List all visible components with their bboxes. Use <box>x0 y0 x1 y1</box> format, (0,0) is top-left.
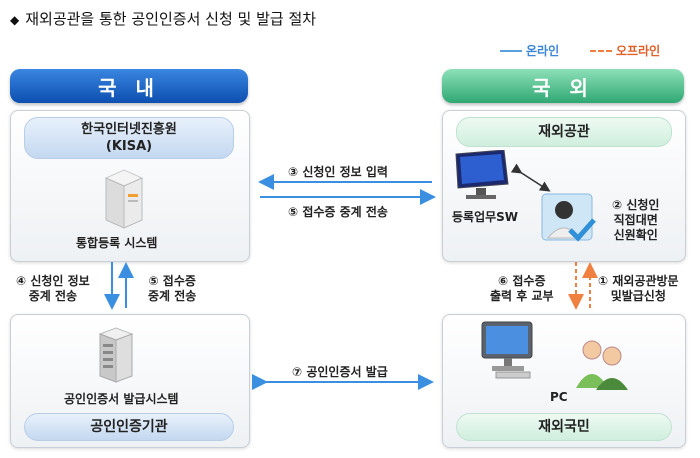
domestic-header: 국 내 <box>10 69 248 103</box>
step5-top-label: ⑤ 접수증 중계 전송 <box>288 205 388 219</box>
people-icon <box>576 340 628 390</box>
step1-label: ① 재외공관방문 및발급신청 <box>598 274 679 304</box>
legend-online-line <box>500 50 522 52</box>
step5-left-line-1: ⑤ 접수증 <box>148 274 196 288</box>
legend-offline-label: 오프라인 <box>616 44 661 58</box>
step6-line-2: 출력 후 교부 <box>490 289 554 303</box>
step3-label: ③ 신청인 정보 입력 <box>288 165 388 179</box>
pc-icon <box>481 321 533 379</box>
verify-line-3: 신원확인 <box>613 228 658 242</box>
identity-verify-label: ② 신청인 직접대면 신원확인 <box>612 198 659 243</box>
step1-line-2: 및발급신청 <box>610 289 666 303</box>
kisa-name: 한국인터넷진흥원 <box>81 122 177 137</box>
step4-line-1: ④ 신청인 정보 <box>16 274 90 288</box>
page-title: ◆ 재외공관을 통한 공인인증서 신청 및 발급 절차 <box>10 8 316 29</box>
ca-system-label: 공인인증서 발급시스템 <box>64 392 179 406</box>
legend-online-label: 온라인 <box>526 44 560 58</box>
step5-left-line-2: 중계 전송 <box>148 289 197 303</box>
step4-line-2: 중계 전송 <box>28 289 78 303</box>
verify-line-2: 직접대면 <box>613 213 658 227</box>
embassy-pill: 재외공관 <box>456 117 672 147</box>
integrated-system-label: 통합등록 시스템 <box>76 236 158 250</box>
step5-left-label: ⑤ 접수증 중계 전송 <box>148 274 196 304</box>
title-bullet: ◆ <box>10 13 20 27</box>
ca-pill: 공인인증기관 <box>24 413 234 441</box>
step1-line-1: ① 재외공관방문 <box>598 274 679 288</box>
citizen-pill-label: 재외국민 <box>538 418 590 435</box>
identity-check-icon <box>541 193 596 242</box>
title-text: 재외공관을 통한 공인인증서 신청 및 발급 절차 <box>25 10 317 28</box>
verify-line-1: ② 신청인 <box>612 198 660 212</box>
legend-offline-line <box>590 50 612 52</box>
embassy-pill-label: 재외공관 <box>538 123 590 140</box>
arrow-sw-verify <box>510 163 551 192</box>
pc-label: PC <box>550 390 568 404</box>
server-icon <box>104 169 144 229</box>
monitor-icon <box>455 150 509 199</box>
step6-line-1: ⑥ 접수증 <box>498 274 546 288</box>
citizen-pill: 재외국민 <box>456 413 672 441</box>
step4-label: ④ 신청인 정보 중계 전송 <box>16 274 90 304</box>
kisa-abbr: (KISA) <box>105 139 153 154</box>
step6-label: ⑥ 접수증 출력 후 교부 <box>490 274 554 304</box>
step7-label: ⑦ 공인인증서 발급 <box>292 365 388 379</box>
overseas-header: 국 외 <box>442 69 684 103</box>
kisa-pill: 한국인터넷진흥원 (KISA) <box>24 117 234 159</box>
registration-sw-label: 등록업무SW <box>452 210 519 224</box>
ca-pill-label: 공인인증기관 <box>90 418 168 435</box>
ca-server-icon <box>98 327 134 383</box>
